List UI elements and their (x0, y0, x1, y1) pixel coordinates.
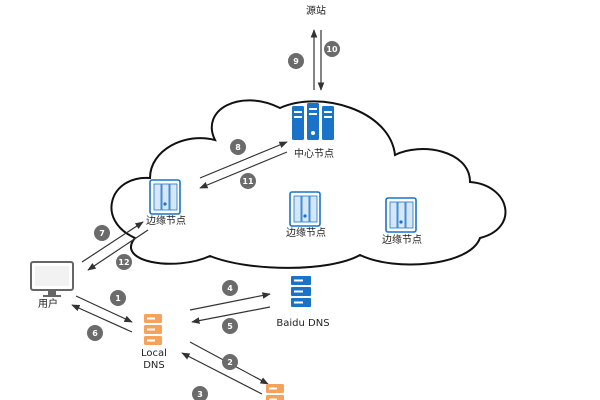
lower-dns-server-icon (266, 384, 284, 400)
step-badge-3: 3 (192, 386, 208, 400)
step-badge-10: 10 (324, 41, 340, 57)
edge-server-icon-2 (289, 191, 321, 227)
arrow-baidudns-to-localdns (191, 306, 271, 324)
arrow-user-to-edge (81, 221, 144, 263)
local-dns-label-line1: Local (141, 348, 167, 359)
step-badge-12: 12 (116, 254, 132, 270)
svg-text:11: 11 (242, 177, 254, 186)
baidu-dns-label: Baidu DNS (276, 318, 329, 329)
edge-node-label-2: 边缘节点 (286, 226, 326, 239)
source-label: 源站 (306, 4, 326, 17)
step-badge-4: 4 (222, 280, 238, 296)
svg-text:12: 12 (118, 258, 129, 267)
user-label: 用户 (38, 297, 58, 310)
svg-text:10: 10 (326, 45, 338, 54)
step-badge-5: 5 (222, 318, 238, 334)
step-badge-8: 8 (230, 139, 246, 155)
step-badge-9: 9 (288, 53, 304, 69)
svg-text:1: 1 (115, 294, 121, 303)
local-dns-label-line2: DNS (143, 360, 165, 371)
step-badge-1: 1 (110, 290, 126, 306)
svg-text:8: 8 (235, 143, 241, 152)
step-badge-7: 7 (94, 225, 110, 241)
edge-server-icon-1 (149, 179, 181, 215)
arrow-localdns-to-user (71, 304, 133, 333)
svg-text:7: 7 (99, 229, 105, 238)
svg-text:6: 6 (92, 329, 98, 338)
edge-node-label-1: 边缘节点 (146, 214, 186, 227)
center-node-label: 中心节点 (294, 147, 334, 160)
arrow-center-to-edge (199, 151, 288, 189)
svg-text:4: 4 (227, 284, 233, 293)
svg-text:3: 3 (197, 390, 203, 399)
step-badge-11: 11 (240, 173, 256, 189)
arrow-edge-to-user (87, 229, 149, 271)
step-badge-2: 2 (222, 354, 238, 370)
edge-node-label-3: 边缘节点 (382, 233, 422, 246)
arrow-user-to-localdns (75, 295, 133, 323)
arrow-edge-to-center (199, 141, 288, 179)
svg-text:2: 2 (227, 358, 233, 367)
svg-text:9: 9 (293, 57, 299, 66)
svg-text:5: 5 (227, 322, 233, 331)
step-badge-6: 6 (87, 325, 103, 341)
arrow-localdns-to-baidudns (189, 292, 271, 311)
baidu-dns-server-icon (291, 276, 311, 307)
edge-server-icon-3 (385, 197, 417, 233)
local-dns-server-icon (144, 314, 162, 345)
user-monitor-icon (30, 261, 74, 297)
arrow-lower-dns-to-localdns (181, 352, 263, 395)
center-server-icon (292, 103, 334, 140)
